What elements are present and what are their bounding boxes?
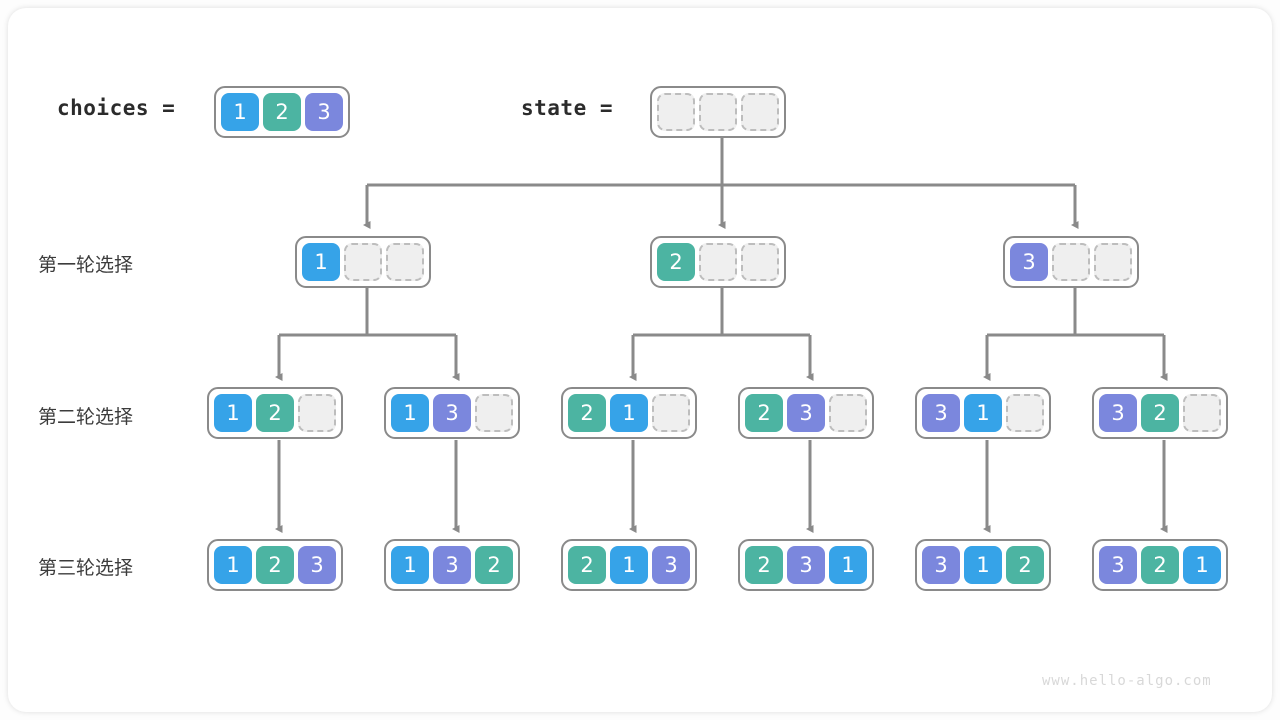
cell-value-2: 2 bbox=[256, 546, 294, 584]
cell-value-1: 1 bbox=[829, 546, 867, 584]
round1-node-2: 2 bbox=[650, 236, 786, 288]
cell-value-3: 3 bbox=[433, 546, 471, 584]
cell-empty bbox=[344, 243, 382, 281]
state-array bbox=[650, 86, 786, 138]
cell-empty bbox=[741, 93, 779, 131]
cell-empty bbox=[652, 394, 690, 432]
cell-value-3: 3 bbox=[433, 394, 471, 432]
cell-value-3: 3 bbox=[1099, 394, 1137, 432]
cell-value-2: 2 bbox=[256, 394, 294, 432]
cell-empty bbox=[1183, 394, 1221, 432]
cell-value-2: 2 bbox=[568, 394, 606, 432]
watermark: www.hello-algo.com bbox=[1042, 673, 1212, 689]
cell-empty bbox=[699, 243, 737, 281]
cell-value-1: 1 bbox=[610, 546, 648, 584]
cell-value-2: 2 bbox=[1141, 546, 1179, 584]
cell-empty bbox=[657, 93, 695, 131]
cell-value-1: 1 bbox=[302, 243, 340, 281]
row-label-round-2: 第二轮选择 bbox=[38, 406, 134, 428]
cell-value-1: 1 bbox=[214, 394, 252, 432]
cell-value-3: 3 bbox=[652, 546, 690, 584]
cell-value-1: 1 bbox=[1183, 546, 1221, 584]
row-label-round-3: 第三轮选择 bbox=[38, 557, 134, 579]
cell-value-3: 3 bbox=[298, 546, 336, 584]
cell-empty bbox=[386, 243, 424, 281]
cell-value-3: 3 bbox=[787, 394, 825, 432]
cell-empty bbox=[699, 93, 737, 131]
state-label: state = bbox=[521, 96, 614, 120]
cell-value-1: 1 bbox=[610, 394, 648, 432]
cell-value-2: 2 bbox=[657, 243, 695, 281]
round1-node-3: 3 bbox=[1003, 236, 1139, 288]
cell-value-1: 1 bbox=[391, 546, 429, 584]
cell-empty bbox=[298, 394, 336, 432]
cell-value-1: 1 bbox=[964, 546, 1002, 584]
cell-value-2: 2 bbox=[1006, 546, 1044, 584]
cell-value-2: 2 bbox=[1141, 394, 1179, 432]
cell-value-1: 1 bbox=[391, 394, 429, 432]
cell-value-3: 3 bbox=[305, 93, 343, 131]
cell-empty bbox=[1094, 243, 1132, 281]
cell-value-1: 1 bbox=[214, 546, 252, 584]
cell-value-2: 2 bbox=[475, 546, 513, 584]
cell-empty bbox=[741, 243, 779, 281]
cell-value-2: 2 bbox=[745, 546, 783, 584]
cell-empty bbox=[1052, 243, 1090, 281]
choices-label: choices = bbox=[57, 96, 176, 120]
cell-empty bbox=[475, 394, 513, 432]
cell-empty bbox=[829, 394, 867, 432]
cell-value-3: 3 bbox=[922, 546, 960, 584]
cell-value-1: 1 bbox=[221, 93, 259, 131]
cell-empty bbox=[1006, 394, 1044, 432]
cell-value-3: 3 bbox=[787, 546, 825, 584]
cell-value-3: 3 bbox=[1010, 243, 1048, 281]
cell-value-1: 1 bbox=[964, 394, 1002, 432]
cell-value-2: 2 bbox=[263, 93, 301, 131]
cell-value-3: 3 bbox=[922, 394, 960, 432]
cell-value-2: 2 bbox=[568, 546, 606, 584]
cell-value-2: 2 bbox=[745, 394, 783, 432]
round1-node-1: 1 bbox=[295, 236, 431, 288]
row-label-round-1: 第一轮选择 bbox=[38, 254, 134, 276]
cell-value-3: 3 bbox=[1099, 546, 1137, 584]
